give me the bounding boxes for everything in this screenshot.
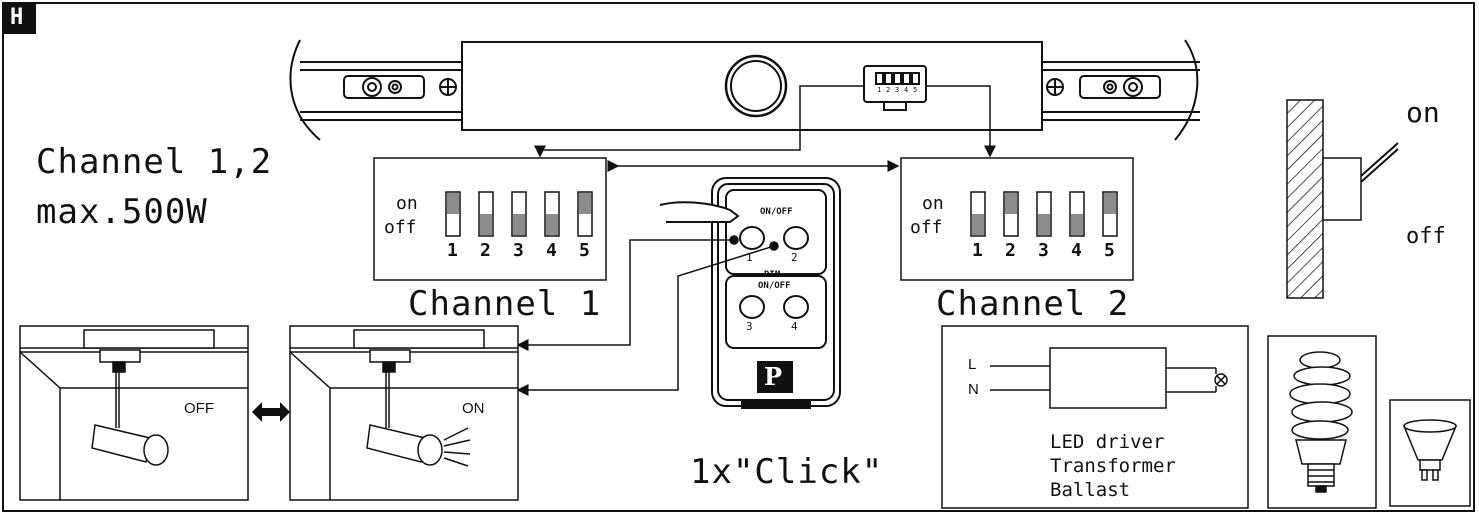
click-instruction: 1x"Click": [690, 452, 884, 492]
track-switch-digit: 4: [904, 86, 909, 94]
paulmann-logo: P: [764, 362, 783, 391]
wall-switch: [1286, 99, 1399, 299]
remote-dim-label: DIM: [764, 270, 781, 280]
dip-switch-number: 5: [579, 240, 590, 261]
driver-line-2: Transformer: [1050, 455, 1176, 477]
dip-switches-1: [445, 191, 593, 237]
dip1-caption: Channel 1: [408, 284, 602, 324]
lamp-off-label: OFF: [184, 400, 214, 417]
channel-heading: Channel 1,2: [36, 142, 273, 182]
remote-control: [659, 177, 841, 409]
wall-switch-off: off: [1406, 224, 1446, 249]
track-switch-digit: 5: [913, 86, 918, 94]
track-switch-digit: 3: [895, 86, 900, 94]
dip-switch-lever-off: [1038, 214, 1050, 235]
track-switch-digit: 1: [877, 86, 882, 94]
wall-switch-on: on: [1406, 96, 1440, 129]
lamp-off-box: [19, 325, 249, 501]
dip-switches-2: [970, 191, 1118, 237]
remote-button-3: 3: [746, 320, 753, 333]
dip2-caption: Channel 2: [936, 284, 1130, 324]
lamp-on-label: ON: [462, 400, 485, 417]
switch-arrows: [534, 85, 996, 172]
dip-switch-lever-on: [579, 193, 591, 214]
dip-switch-number: 5: [1104, 240, 1115, 261]
dip-switch-lever-off: [1071, 214, 1083, 235]
dip-switch-number: 2: [1005, 240, 1016, 261]
lamp-on-box: [289, 325, 519, 501]
driver-box: [941, 325, 1249, 509]
dip-switch-number: 2: [480, 240, 491, 261]
dip1-off-label: off: [384, 217, 417, 238]
driver-l-label: L: [968, 356, 977, 373]
track-rail: [289, 39, 1200, 141]
remote-onoff-label: ON/OFF: [760, 207, 793, 217]
gu10-bulb: [1389, 399, 1471, 507]
driver-line-3: Ballast: [1050, 479, 1131, 501]
double-arrow: [252, 402, 290, 422]
dip2-on-label: on: [922, 193, 944, 214]
remote-dim-onoff-label: ON/OFF: [758, 281, 791, 291]
section-label-box: [4, 4, 36, 34]
driver-text: LED driver Transformer Ballast: [1050, 430, 1176, 502]
remote-button-1: 1: [746, 251, 753, 264]
dip-switch-number: 4: [546, 240, 557, 261]
dip-switch-lever-off: [513, 214, 525, 235]
dip-switch-lever-off: [480, 214, 492, 235]
cfl-bulb: [1267, 335, 1377, 509]
section-label: H: [10, 5, 24, 30]
remote-links: [516, 235, 779, 396]
dip-switch-number: 3: [513, 240, 524, 261]
max-power-heading: max.500W: [36, 192, 208, 232]
dip-switch-lever-on: [1104, 193, 1116, 214]
dip-switch-lever-on: [1005, 193, 1017, 214]
dip1-on-label: on: [396, 193, 418, 214]
dip2-off-label: off: [910, 217, 943, 238]
remote-button-2: 2: [791, 251, 798, 264]
dip-switch-number: 1: [972, 240, 983, 261]
dip-switch-number: 4: [1071, 240, 1082, 261]
dip-switch-number: 3: [1038, 240, 1049, 261]
driver-line-1: LED driver: [1050, 431, 1165, 453]
dip-switch-lever-off: [546, 214, 558, 235]
track-switch-digit: 2: [886, 86, 891, 94]
driver-n-label: N: [968, 381, 979, 398]
dip-switch-lever-on: [447, 193, 459, 214]
dip-switch-number: 1: [447, 240, 458, 261]
dip-switch-lever-off: [972, 214, 984, 235]
remote-button-4: 4: [791, 320, 798, 333]
